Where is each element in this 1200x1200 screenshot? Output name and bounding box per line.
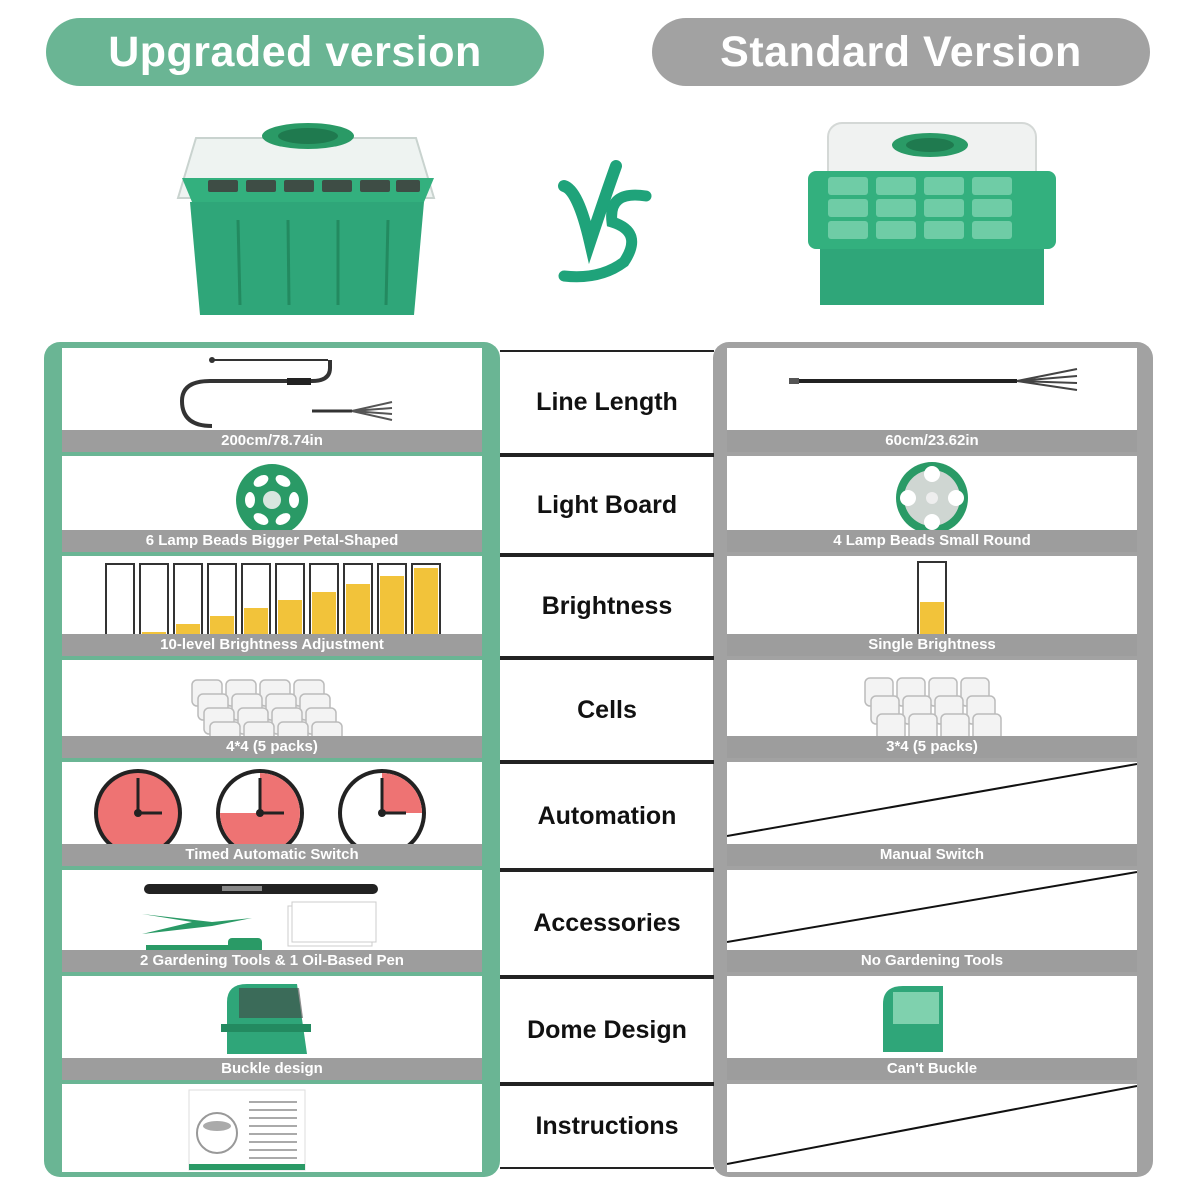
- upgraded-caption: Buckle design: [62, 1058, 482, 1080]
- upgraded-cell-instructions: [62, 1084, 482, 1172]
- standard-cell-dome-design: Can't Buckle: [727, 976, 1137, 1080]
- cell-tray-icon: [857, 674, 1007, 749]
- dome-buckle-icon: [877, 980, 953, 1061]
- upgraded-cell-dome-design: Buckle design: [62, 976, 482, 1080]
- standard-version-badge: Standard Version: [652, 18, 1150, 86]
- dome-buckle-icon: [217, 978, 317, 1063]
- light-board-icon: [227, 462, 317, 543]
- upgraded-caption: 4*4 (5 packs): [62, 736, 482, 758]
- not-available-slash: [727, 1085, 1137, 1165]
- upgraded-caption: 6 Lamp Beads Bigger Petal-Shaped: [62, 530, 482, 552]
- light-board-icon: [889, 460, 975, 541]
- feature-label: Brightness: [500, 555, 714, 658]
- usb-cable-icon: [62, 356, 482, 441]
- standard-caption: 3*4 (5 packs): [727, 736, 1137, 758]
- standard-cell-line-length: 60cm/23.62in: [727, 348, 1137, 452]
- upgraded-cell-cells: 4*4 (5 packs): [62, 660, 482, 758]
- standard-cell-light-board: 4 Lamp Beads Small Round: [727, 456, 1137, 552]
- upgraded-cell-brightness: 10-level Brightness Adjustment: [62, 556, 482, 656]
- upgraded-caption: Timed Automatic Switch: [62, 844, 482, 866]
- upgraded-seed-tray-image: [176, 123, 436, 315]
- feature-label: Dome Design: [500, 977, 714, 1084]
- timer-clock-icon: [92, 768, 432, 865]
- upgraded-caption: 10-level Brightness Adjustment: [62, 634, 482, 656]
- feature-label: Light Board: [500, 455, 714, 555]
- feature-label: Cells: [500, 658, 714, 762]
- instruction-sheet-icon: [187, 1088, 307, 1172]
- standard-caption: 60cm/23.62in: [727, 430, 1137, 452]
- brightness-bars-icon: [915, 560, 949, 645]
- feature-label: Instructions: [500, 1084, 714, 1169]
- gardening-tools-icon: [142, 876, 392, 965]
- standard-cell-accessories: No Gardening Tools: [727, 870, 1137, 972]
- standard-caption: Single Brightness: [727, 634, 1137, 656]
- feature-label: Line Length: [500, 350, 714, 455]
- standard-seed-tray-image: [808, 122, 1056, 305]
- vs-logo: [558, 160, 652, 283]
- upgraded-version-badge: Upgraded version: [46, 18, 544, 86]
- feature-label: Accessories: [500, 870, 714, 977]
- upgraded-cell-line-length: 200cm/78.74in: [62, 348, 482, 452]
- upgraded-cell-automation: Timed Automatic Switch: [62, 762, 482, 866]
- standard-cell-automation: Manual Switch: [727, 762, 1137, 866]
- not-available-slash: [727, 871, 1137, 943]
- standard-caption: Manual Switch: [727, 844, 1137, 866]
- usb-cable-icon: [787, 366, 1087, 401]
- standard-cell-cells: 3*4 (5 packs): [727, 660, 1137, 758]
- upgraded-caption: 2 Gardening Tools & 1 Oil-Based Pen: [62, 950, 482, 972]
- upgraded-cell-light-board: 6 Lamp Beads Bigger Petal-Shaped: [62, 456, 482, 552]
- standard-cell-instructions: [727, 1084, 1137, 1172]
- standard-caption: No Gardening Tools: [727, 950, 1137, 972]
- upgraded-caption: 200cm/78.74in: [62, 430, 482, 452]
- standard-caption: Can't Buckle: [727, 1058, 1137, 1080]
- standard-caption: 4 Lamp Beads Small Round: [727, 530, 1137, 552]
- upgraded-cell-accessories: 2 Gardening Tools & 1 Oil-Based Pen: [62, 870, 482, 972]
- not-available-slash: [727, 763, 1137, 837]
- standard-cell-brightness: Single Brightness: [727, 556, 1137, 656]
- feature-label: Automation: [500, 762, 714, 870]
